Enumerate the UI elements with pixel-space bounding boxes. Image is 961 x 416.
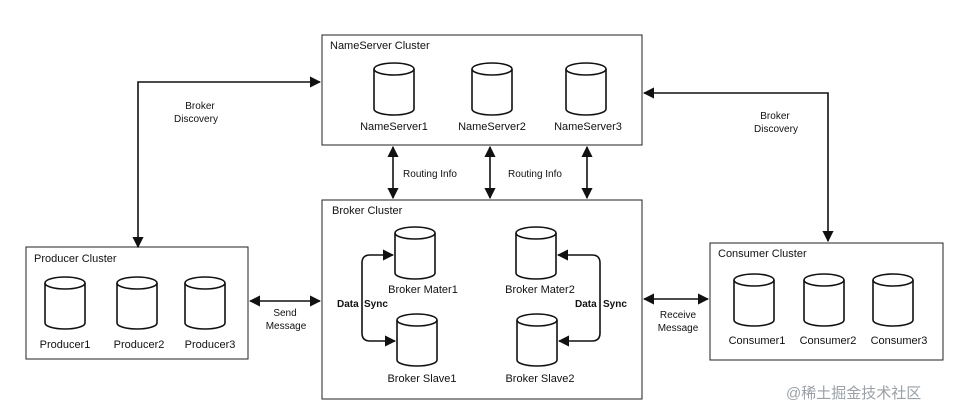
receive-message-label-line2: Message: [658, 323, 699, 334]
producer-1-label: Producer1: [40, 339, 91, 351]
producer-2-node: [116, 276, 158, 330]
broker-discovery-left-connector: [132, 76, 322, 249]
nameserver-1-label: NameServer1: [360, 121, 428, 133]
broker-master-2-node: [515, 226, 557, 280]
consumer-1-node: [733, 273, 775, 327]
broker-master-2-label: Broker Mater2: [505, 284, 575, 296]
send-message-label-line2: Message: [266, 321, 307, 332]
data-sync-left-label-word2: Sync: [364, 299, 388, 310]
consumer-2-node: [803, 273, 845, 327]
data-sync-right-label-word2: Sync: [603, 299, 627, 310]
nameserver-1-node: [373, 62, 415, 116]
nameserver-3-node: [565, 62, 607, 116]
nameserver-2-label: NameServer2: [458, 121, 526, 133]
producer-3-node: [184, 276, 226, 330]
nameserver-2-node: [471, 62, 513, 116]
broker-discovery-right-label-line1: Broker: [760, 111, 790, 122]
broker-slave-2-node: [516, 313, 558, 367]
broker-cluster-box: [321, 199, 643, 400]
broker-slave-2-label: Broker Slave2: [505, 373, 574, 385]
routing-info-label-1: Routing Info: [403, 169, 457, 180]
data-sync-left-label-word1: Data: [337, 299, 359, 310]
broker-master-1-label: Broker Mater1: [388, 284, 458, 296]
producer-1-node: [44, 276, 86, 330]
producer-cluster-title: Producer Cluster: [34, 253, 117, 265]
data-sync-left-connector: [361, 249, 397, 347]
routing-info-label-2: Routing Info: [508, 169, 562, 180]
broker-discovery-right-label-line2: Discovery: [754, 124, 798, 135]
broker-discovery-right-connector: [642, 87, 834, 243]
data-sync-right-label-word1: Data: [575, 299, 597, 310]
consumer-3-node: [872, 273, 914, 327]
broker-cluster-title: Broker Cluster: [332, 205, 403, 217]
consumer-2-label: Consumer2: [800, 335, 857, 347]
broker-slave-1-label: Broker Slave1: [387, 373, 456, 385]
send-message-label-line1: Send: [273, 308, 296, 319]
broker-slave-1-node: [396, 313, 438, 367]
consumer-1-label: Consumer1: [729, 335, 786, 347]
broker-discovery-left-label-line1: Broker: [185, 101, 215, 112]
data-sync-right-connector: [556, 249, 601, 347]
nameserver-cluster-title: NameServer Cluster: [330, 40, 430, 52]
nameserver-3-label: NameServer3: [554, 121, 622, 133]
producer-2-label: Producer2: [114, 339, 165, 351]
consumer-3-label: Consumer3: [871, 335, 928, 347]
broker-master-1-node: [394, 226, 436, 280]
broker-discovery-left-label-line2: Discovery: [174, 114, 218, 125]
producer-3-label: Producer3: [185, 339, 236, 351]
receive-message-label-line1: Receive: [660, 310, 697, 321]
watermark-text: @稀土掘金技术社区: [786, 385, 921, 402]
consumer-cluster-title: Consumer Cluster: [718, 248, 807, 260]
